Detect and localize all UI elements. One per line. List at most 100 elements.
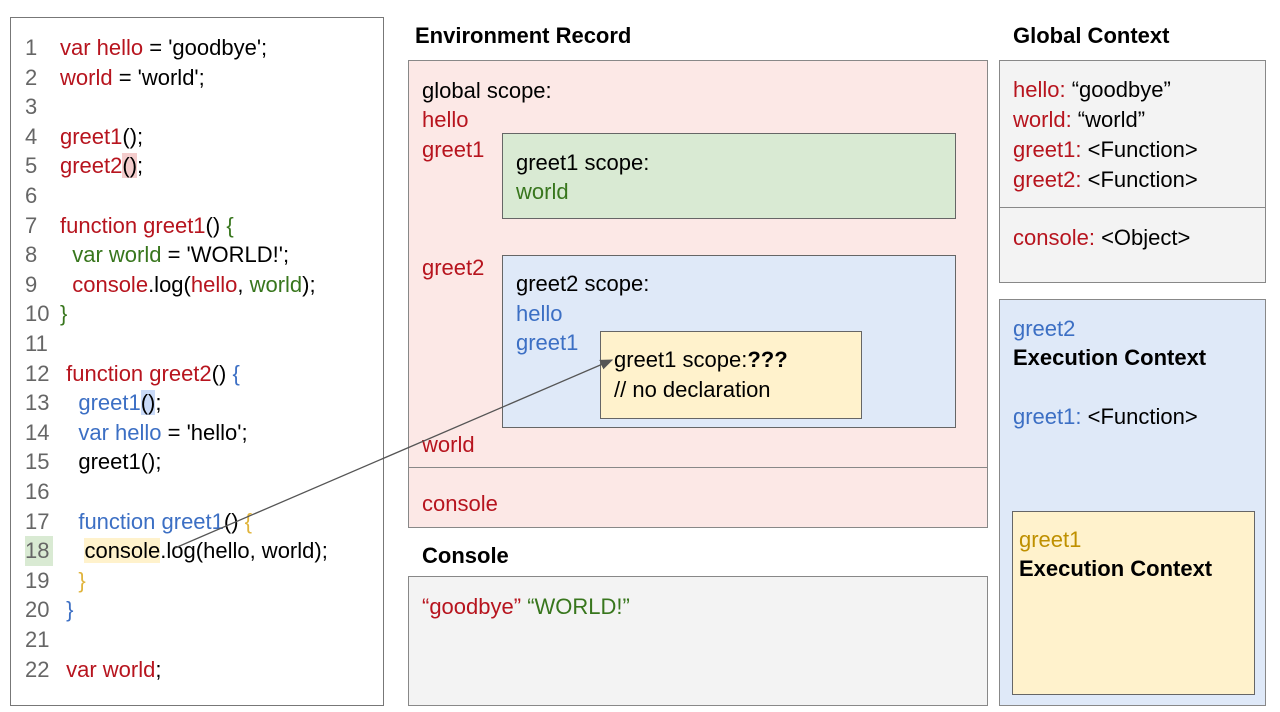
line-number: 22 bbox=[25, 656, 50, 682]
greet2-scope-box: greet2 scope: hello greet1 greet1 scope:… bbox=[502, 255, 956, 428]
line-number: 7 bbox=[25, 212, 38, 238]
greet1-scope-world: world bbox=[516, 179, 569, 204]
arrow-line bbox=[174, 359, 614, 549]
line-number: 14 bbox=[25, 419, 50, 445]
code-token: () bbox=[140, 390, 156, 416]
inner-scope-unknown: ??? bbox=[747, 347, 788, 372]
line-number: 16 bbox=[25, 479, 50, 504]
greet2-ec-title: Execution Context bbox=[1013, 345, 1207, 370]
code-token: () bbox=[211, 360, 233, 386]
code-token: world bbox=[249, 271, 303, 297]
global-context-title: Global Context bbox=[1013, 23, 1170, 48]
env-greet2: greet2 bbox=[422, 255, 485, 280]
code-token: function greet1 bbox=[60, 508, 224, 534]
line-number: 2 bbox=[25, 64, 38, 90]
code-token: console bbox=[84, 538, 161, 564]
code-token: { bbox=[244, 508, 253, 534]
global-console-entry: console: <Object> bbox=[1013, 223, 1190, 253]
line-number: 11 bbox=[25, 331, 48, 356]
line-number: 13 bbox=[25, 390, 50, 416]
greet2-scope-hello: hello bbox=[516, 301, 563, 326]
console-output: “goodbye” “WORLD!” bbox=[422, 592, 630, 622]
code-token: var world bbox=[60, 242, 162, 268]
line-number: 4 bbox=[25, 123, 38, 149]
greet2-ec-entry-key: greet1: bbox=[1013, 404, 1082, 429]
global-entry-value: <Function> bbox=[1081, 167, 1198, 192]
env-greet1: greet1 bbox=[422, 137, 485, 162]
code-token: } bbox=[60, 567, 86, 593]
code-text: function greet2() { bbox=[60, 359, 240, 389]
greet2-scope-greet1: greet1 bbox=[516, 330, 579, 355]
line-number: 3 bbox=[25, 94, 38, 120]
global-console-value: <Object> bbox=[1094, 225, 1191, 250]
global-entry-key: greet1: bbox=[1013, 137, 1082, 162]
code-token: ); bbox=[302, 271, 316, 297]
code-token: greet1(); bbox=[60, 449, 162, 475]
inner-greet1-scope-box: greet1 scope:??? // no declaration bbox=[600, 331, 862, 419]
code-token: world bbox=[60, 64, 113, 90]
global-entry-key: hello: bbox=[1013, 77, 1066, 102]
env-world: world bbox=[422, 432, 475, 457]
code-token: = 'hello'; bbox=[161, 419, 248, 445]
global-entry: world: “world” bbox=[1013, 105, 1145, 135]
code-text: greet1(); bbox=[60, 447, 161, 477]
code-token: = 'WORLD!'; bbox=[161, 242, 290, 268]
global-scope-label: global scope: bbox=[422, 78, 552, 103]
line-number: 18 bbox=[25, 536, 53, 567]
global-context-box: hello: “goodbye”world: “world”greet1: <F… bbox=[999, 60, 1266, 283]
console-output-2: “WORLD!” bbox=[527, 594, 630, 619]
code-token: } bbox=[60, 301, 68, 327]
console-output-1: “goodbye” bbox=[422, 594, 522, 619]
greet2-ec-name: greet2 bbox=[1013, 316, 1076, 341]
line-number: 19 bbox=[25, 567, 50, 593]
line-number: 6 bbox=[25, 183, 38, 208]
line-number: 10 bbox=[25, 301, 50, 327]
inner-scope-comment: // no declaration bbox=[614, 377, 771, 402]
code-token: var hello bbox=[60, 419, 162, 445]
code-token: { bbox=[226, 212, 234, 238]
code-text: greet1(); bbox=[60, 388, 162, 418]
global-console-key: console: bbox=[1013, 225, 1095, 250]
code-token: (); bbox=[122, 123, 144, 149]
global-entry-value: <Function> bbox=[1081, 137, 1198, 162]
env-divider bbox=[409, 467, 987, 468]
code-token: ; bbox=[155, 390, 162, 416]
greet1-execution-context: greet1 Execution Context bbox=[1012, 511, 1255, 695]
code-text: greet1(); bbox=[60, 122, 143, 152]
line-number: 5 bbox=[25, 153, 38, 179]
code-text: function greet1() { bbox=[60, 211, 234, 241]
global-entry: greet1: <Function> bbox=[1013, 135, 1198, 165]
code-token: function greet2 bbox=[60, 360, 212, 386]
greet2-ec-entry: greet1: <Function> bbox=[1013, 402, 1198, 432]
code-text: console.log(hello, world); bbox=[60, 536, 328, 566]
code-text: } bbox=[60, 566, 86, 596]
code-token: () bbox=[205, 212, 227, 238]
code-token: var world bbox=[60, 656, 156, 682]
code-text: var hello = 'goodbye'; bbox=[60, 33, 267, 63]
global-entry-value: “world” bbox=[1071, 107, 1146, 132]
line-number: 17 bbox=[25, 508, 50, 534]
greet1-ec-title: Execution Context bbox=[1019, 556, 1213, 581]
code-text: var world; bbox=[60, 655, 161, 685]
code-token: () bbox=[122, 153, 138, 179]
global-entry: hello: “goodbye” bbox=[1013, 75, 1171, 105]
code-token: ; bbox=[155, 656, 162, 682]
greet2-scope-label: greet2 scope: bbox=[516, 271, 650, 296]
code-token: .log( bbox=[148, 271, 191, 297]
code-token: greet1 bbox=[60, 390, 141, 416]
greet1-scope-label: greet1 scope: bbox=[516, 150, 650, 175]
line-number: 15 bbox=[25, 449, 50, 475]
greet2-execution-context: greet2 Execution Context greet1: <Functi… bbox=[999, 299, 1266, 706]
inner-scope-label: greet1 scope:??? bbox=[614, 345, 788, 375]
code-token: = 'goodbye'; bbox=[143, 35, 268, 60]
env-console: console bbox=[422, 491, 498, 516]
global-entry-key: greet2: bbox=[1013, 167, 1082, 192]
line-number: 9 bbox=[25, 271, 38, 297]
code-token: } bbox=[60, 597, 74, 623]
console-box: “goodbye” “WORLD!” bbox=[408, 576, 988, 706]
code-token: , bbox=[237, 271, 250, 297]
console-title: Console bbox=[422, 543, 509, 568]
code-text: console.log(hello, world); bbox=[60, 270, 316, 300]
line-number: 21 bbox=[25, 627, 50, 652]
inner-scope-label-text: greet1 scope: bbox=[614, 347, 748, 372]
